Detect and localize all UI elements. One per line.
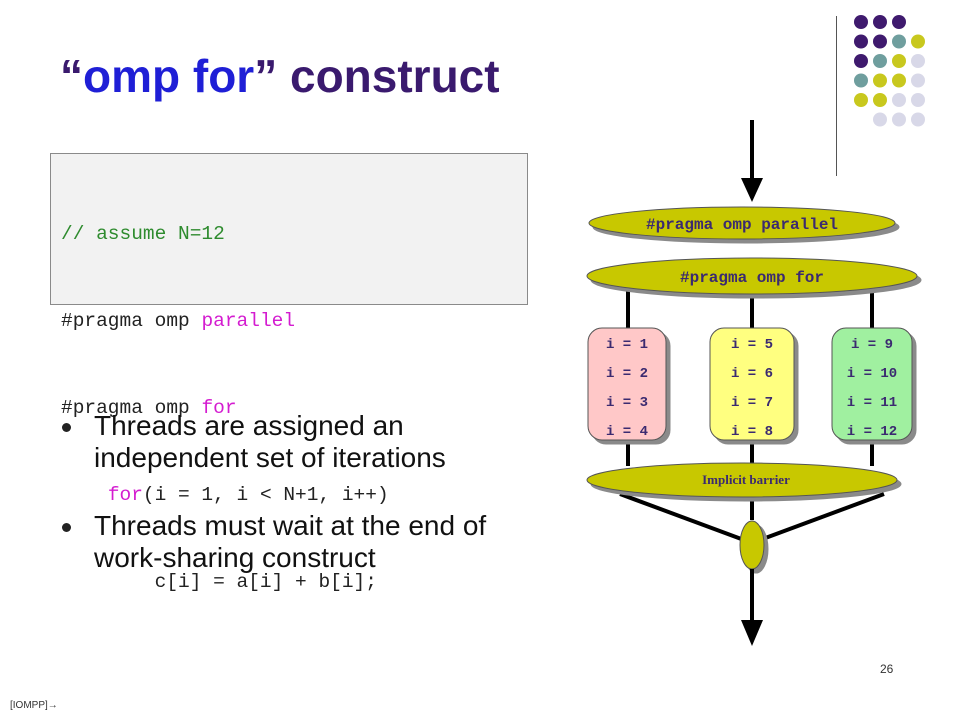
decorative-dot	[892, 15, 906, 29]
code-line-3: #pragma omp for	[61, 394, 517, 423]
iteration-label: i = 2	[606, 366, 648, 382]
code-token-for-loop: for	[107, 484, 143, 506]
iteration-label: i = 9	[851, 337, 893, 353]
title-quote-open: “	[60, 50, 83, 102]
bullet-text: Threads are assigned an independent set …	[94, 410, 446, 473]
for-construct-ellipse	[586, 257, 918, 295]
code-token-pragma: #pragma	[61, 397, 143, 419]
thread-box-2	[709, 327, 795, 441]
decorative-dot	[873, 15, 887, 29]
parallel-region-ellipse	[588, 206, 896, 240]
title-keyword: omp for	[83, 50, 255, 102]
code-token-pragma: #pragma	[61, 310, 143, 332]
for-label: #pragma omp for	[680, 269, 824, 287]
thread-box-1	[587, 327, 667, 441]
code-block: // assume N=12 #pragma omp parallel #pra…	[50, 153, 528, 593]
decorative-dot	[873, 93, 887, 107]
decorative-dot	[873, 112, 887, 127]
code-token-for: for	[201, 397, 237, 419]
decorative-dot	[892, 54, 906, 68]
code-token-omp: omp	[142, 397, 202, 419]
iteration-label: i = 8	[731, 424, 773, 440]
decorative-dot-grid	[854, 15, 925, 127]
decorative-dot	[873, 54, 887, 68]
bullet-list: Threads are assigned an independent set …	[58, 410, 528, 610]
decorative-dot	[854, 93, 868, 107]
decorative-dot	[892, 93, 906, 107]
bullet-text: Threads must wait at the end of work-sha…	[94, 510, 487, 573]
iteration-label: i = 11	[847, 395, 897, 411]
slide-title: “omp for” construct	[60, 46, 500, 106]
decorative-dot	[892, 34, 906, 49]
omp-for-diagram: #pragma omp parallel #pragma omp for i =…	[586, 120, 918, 646]
bullet-item: Threads must wait at the end of work-sha…	[58, 510, 528, 574]
decorative-dot	[911, 93, 925, 107]
decorative-dot	[854, 15, 868, 29]
title-quote-close: ”	[254, 50, 278, 102]
exit-arrow-head-icon	[741, 620, 763, 646]
iteration-label: i = 4	[606, 424, 648, 440]
iteration-label: i = 7	[731, 395, 773, 411]
iteration-label: i = 12	[847, 424, 897, 440]
footer-reference: [IOMPP]→	[10, 700, 58, 711]
decorative-dot	[854, 73, 868, 88]
parallel-label: #pragma omp parallel	[646, 216, 838, 234]
thread-box-3	[831, 327, 913, 441]
barrier-label: Implicit barrier	[702, 472, 790, 487]
iteration-label: i = 5	[731, 337, 773, 353]
bullet-item: Threads are assigned an independent set …	[58, 410, 528, 474]
iteration-label: i = 6	[731, 366, 773, 382]
code-token-parallel: parallel	[201, 310, 296, 332]
code-line-1: // assume N=12	[61, 223, 225, 245]
merge-line-right	[759, 492, 885, 542]
join-point-ellipse	[739, 520, 765, 570]
decorative-dot	[911, 34, 925, 49]
code-line-4: for(i = 1, i < N+1, i++)	[61, 481, 517, 510]
decorative-dot	[911, 112, 925, 127]
decorative-dot	[873, 34, 887, 49]
bullet-dot-icon	[62, 523, 71, 532]
decorative-dot	[854, 54, 868, 68]
entry-arrow-head-icon	[741, 178, 763, 202]
iteration-label: i = 10	[847, 366, 897, 382]
merge-line-left	[619, 492, 745, 542]
bullet-dot-icon	[62, 423, 71, 432]
page-number: 26	[880, 662, 894, 676]
decorative-dot	[911, 54, 925, 68]
implicit-barrier-ellipse	[586, 462, 898, 498]
iteration-label: i = 3	[606, 395, 648, 411]
code-token-omp: omp	[142, 310, 202, 332]
decorative-dot	[854, 34, 868, 49]
title-rest: construct	[277, 50, 500, 102]
decorative-dot	[892, 73, 906, 88]
code-line-2: #pragma omp parallel	[61, 307, 517, 336]
iteration-label: i = 1	[606, 337, 648, 353]
code-loop-header: (i = 1, i < N+1, i++)	[142, 484, 389, 506]
decorative-dot	[873, 73, 887, 88]
decorative-dot	[911, 73, 925, 88]
code-line-5: c[i] = a[i] + b[i];	[61, 571, 377, 593]
decorative-dot	[892, 112, 906, 127]
decorative-divider	[836, 16, 837, 176]
